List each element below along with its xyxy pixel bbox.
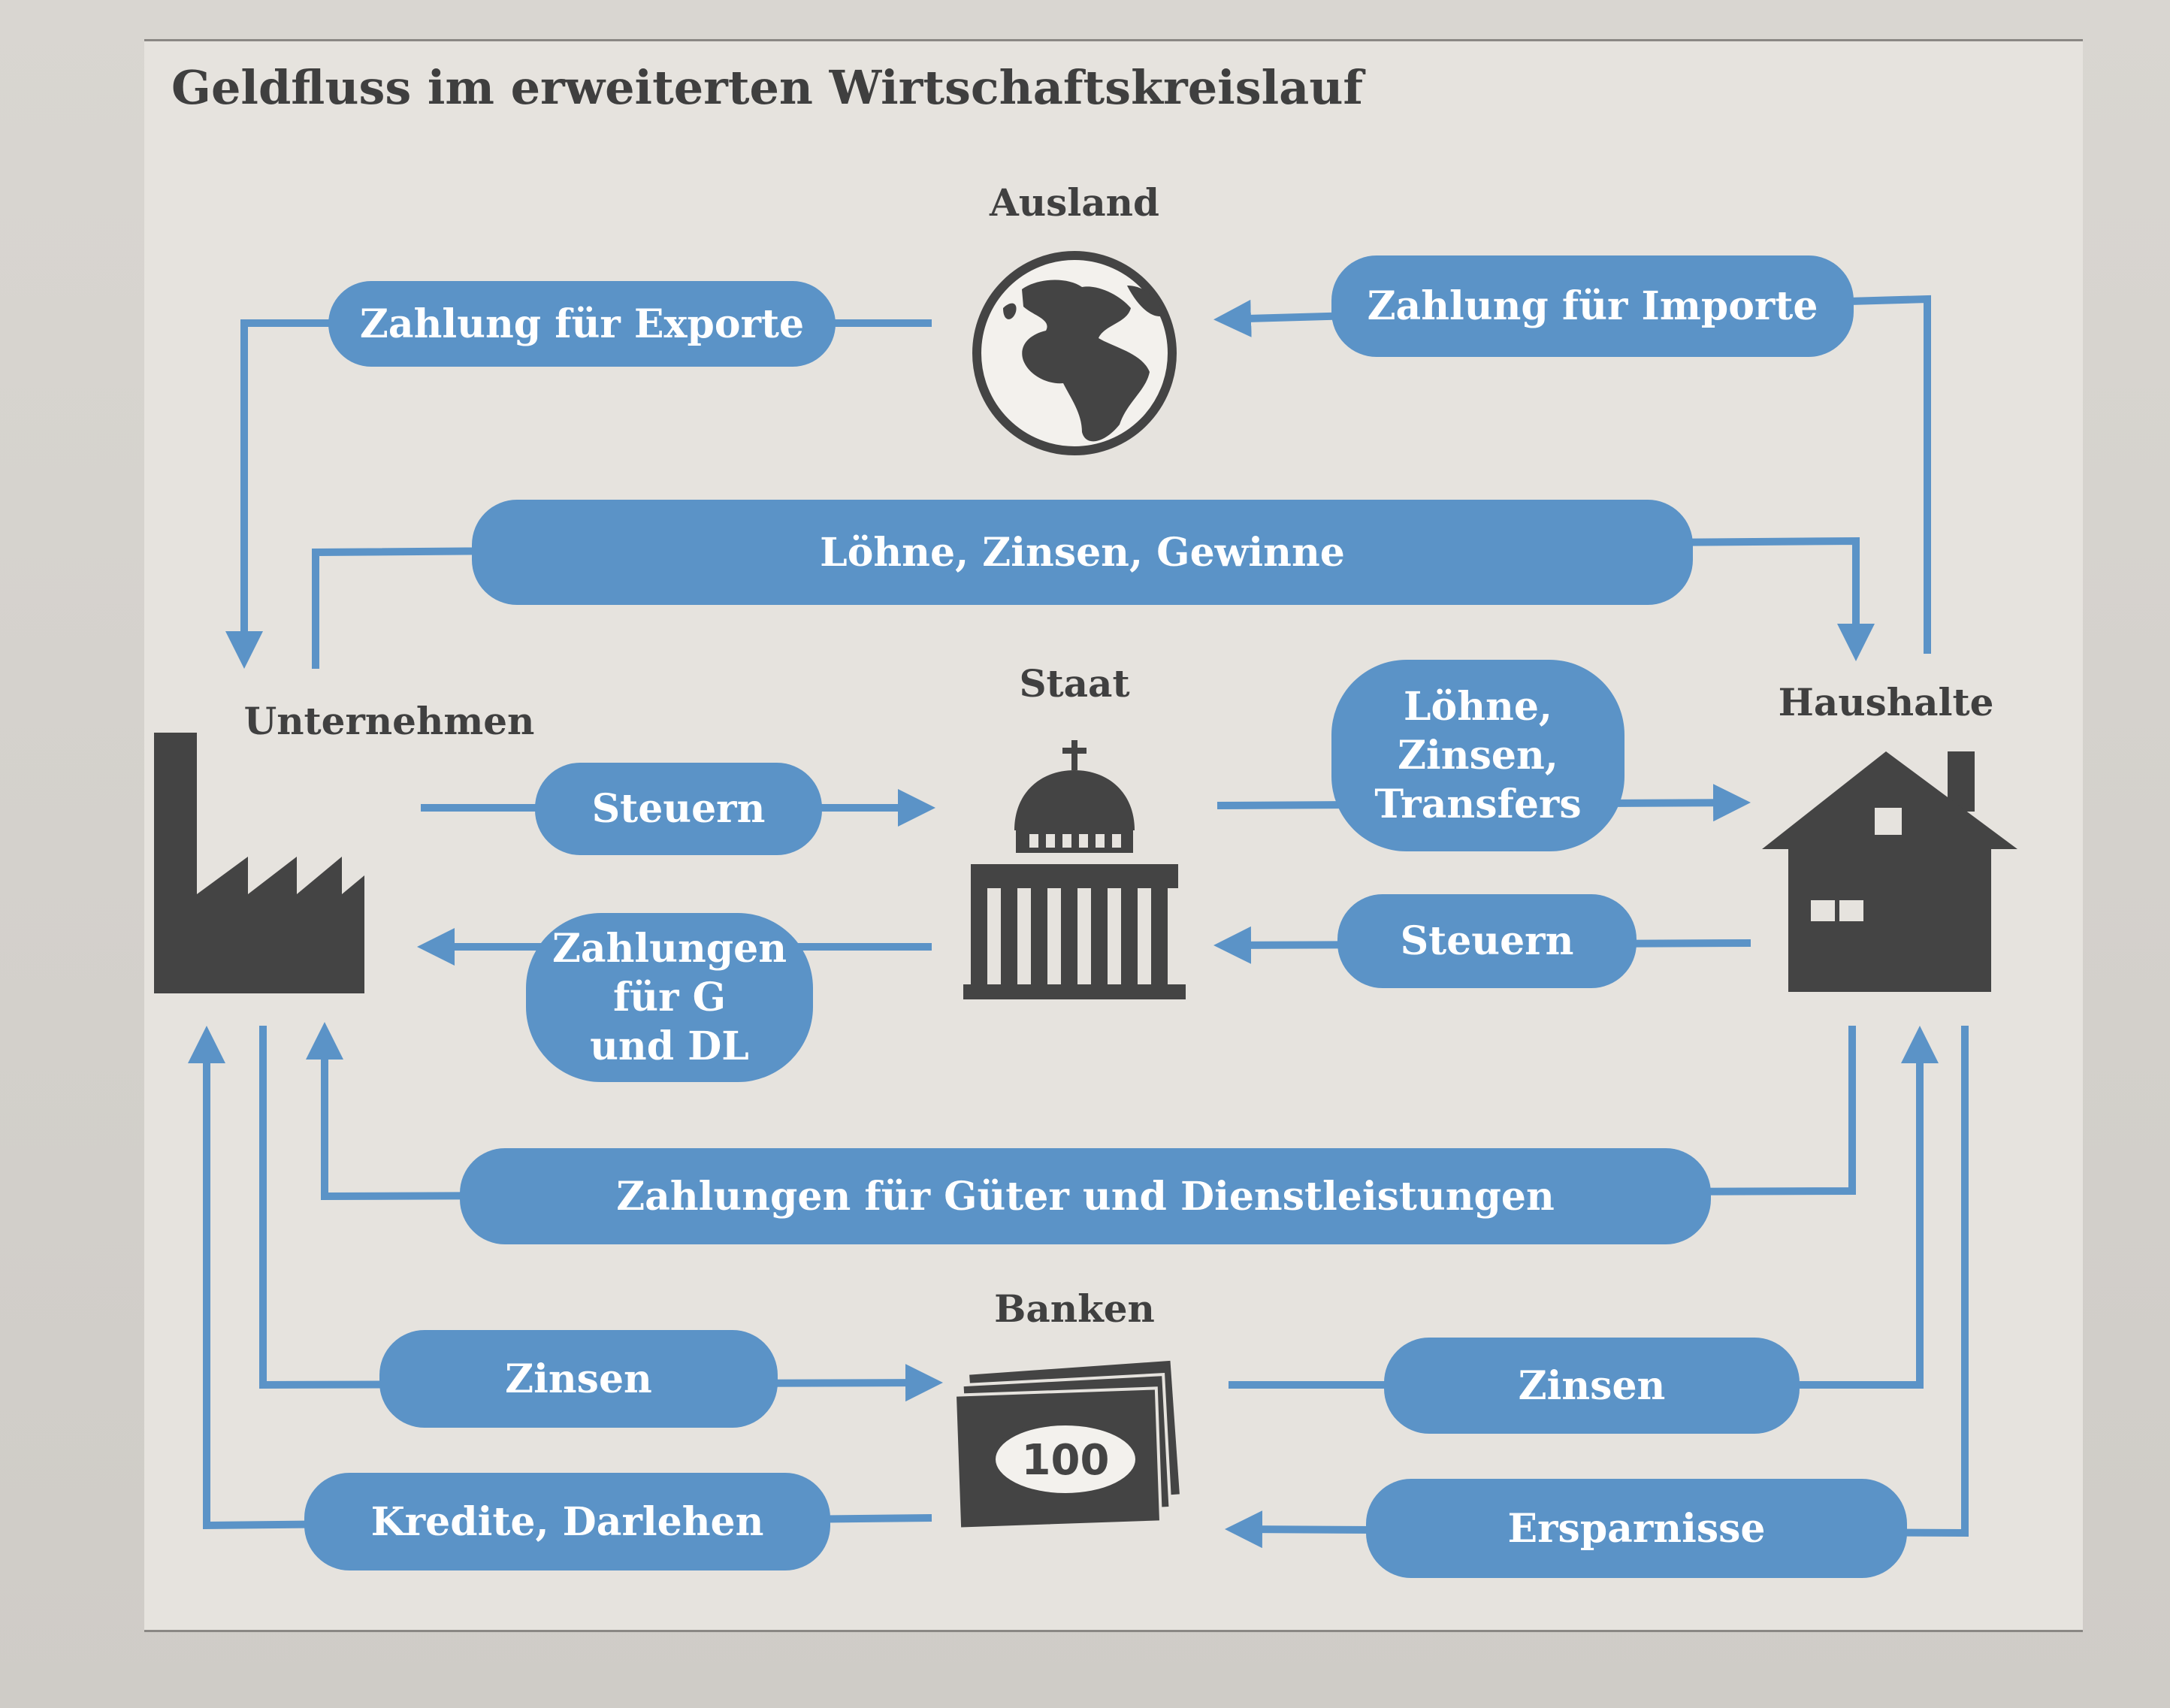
house-icon <box>1762 751 2017 992</box>
diagram-title: Geldfluss im erweiterten Wirtschaftskrei… <box>171 60 1364 115</box>
flow-zahlungen-g-dl: Zahlungen für G und DL <box>526 913 813 1082</box>
node-label-unternehmen: Unternehmen <box>243 699 535 743</box>
node-label-staat: Staat <box>1019 661 1130 706</box>
flow-zahlung-exporte: Zahlung für Exporte <box>328 281 836 367</box>
flow-zahlung-importe: Zahlung für Importe <box>1331 255 1854 357</box>
node-label-haushalte: Haushalte <box>1778 680 1994 724</box>
flow-steuern-haushalte: Steuern <box>1337 894 1637 988</box>
globe-icon <box>972 251 1177 455</box>
flow-steuern-unternehmen: Steuern <box>535 763 822 855</box>
flow-loehne-zinsen-transfers: Löhne, Zinsen, Transfers <box>1331 660 1624 851</box>
government-building-icon <box>963 740 1186 999</box>
banknotes-icon <box>953 1360 1180 1531</box>
flow-line-exporte <box>225 319 932 669</box>
banknote-value: 100 <box>1022 1436 1110 1485</box>
flow-zinsen-unternehmen: Zinsen <box>379 1330 778 1428</box>
factory-icon <box>154 733 364 993</box>
node-label-banken: Banken <box>994 1286 1155 1331</box>
flow-kredite-darlehen: Kredite, Darlehen <box>304 1473 830 1570</box>
flow-ersparnisse: Ersparnisse <box>1366 1479 1907 1578</box>
flow-zinsen-haushalte: Zinsen <box>1384 1338 1800 1434</box>
flow-loehne-zinsen-gewinne: Löhne, Zinsen, Gewinne <box>472 500 1693 605</box>
node-label-ausland: Ausland <box>989 180 1160 225</box>
flow-line-kredite <box>188 1026 932 1530</box>
flow-zahlungen-gueter-dienstleistungen: Zahlungen für Güter und Dienstleistungen <box>460 1148 1711 1244</box>
